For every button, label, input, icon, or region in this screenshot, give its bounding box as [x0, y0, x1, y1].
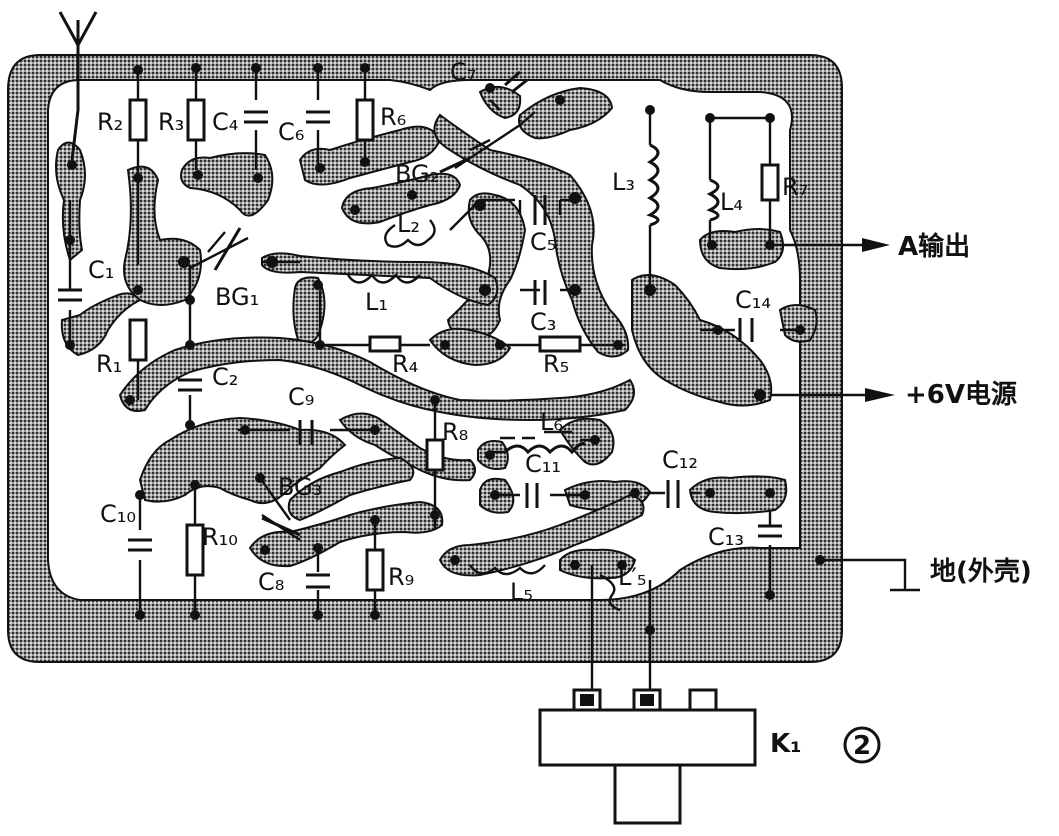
copper-traces [55, 85, 818, 580]
label-a-output: A输出 [898, 231, 970, 262]
label-c9: C₉ [288, 383, 314, 411]
label-l4: L₄ [720, 188, 743, 216]
label-r2: R₂ [97, 108, 123, 136]
components [58, 70, 782, 592]
label-bg2: BG₂ [395, 160, 439, 188]
label-r5: R₅ [543, 350, 569, 378]
label-r6: R₆ [380, 103, 406, 131]
figure-number-text: 2 [853, 731, 871, 761]
label-c3: C₃ [530, 308, 556, 336]
label-c2: C₂ [212, 363, 238, 391]
label-r7: R₇ [782, 173, 808, 201]
label-r8: R₈ [442, 418, 468, 446]
label-k1: K₁ [770, 729, 802, 759]
label-l5-prime: L′₅ [618, 563, 646, 591]
label-r10: R₁₀ [202, 523, 238, 551]
label-l6: L₆ [540, 408, 563, 436]
label-c8: C₈ [258, 568, 284, 596]
label-c4: C₄ [212, 108, 238, 136]
label-bg1: BG₁ [215, 283, 259, 311]
label-r9: R₉ [388, 563, 414, 591]
figure-number: 2 [843, 726, 881, 764]
label-l3: L₃ [612, 168, 635, 196]
output-arrows [862, 238, 895, 402]
label-r3: R₃ [158, 108, 184, 136]
switch-k1 [538, 688, 757, 825]
label-r4: R₄ [392, 350, 418, 378]
label-l1: L₁ [365, 288, 388, 316]
label-c1: C₁ [88, 256, 114, 284]
label-ground-case: 地(外壳) [930, 557, 1032, 587]
solder-pads [65, 63, 825, 635]
label-c10: C₁₀ [100, 500, 136, 528]
component-labels: R₂ R₃ C₄ C₆ R₆ C₇ L₃ L₄ R₇ BG₂ L₂ C₅ C₁ … [88, 58, 808, 759]
label-bg3: BG₃ [278, 473, 322, 501]
label-c12: C₁₂ [662, 446, 698, 474]
label-l2: L₂ [397, 210, 420, 238]
label-c14: C₁₄ [735, 286, 771, 314]
label-c5: C₅ [530, 228, 556, 256]
label-c13: C₁₃ [708, 523, 744, 551]
connection-labels: A输出 +6V电源 地(外壳) [898, 231, 1032, 587]
label-c6: C₆ [278, 118, 304, 146]
label-c7: C₇ [450, 58, 476, 86]
label-c11: C₁₁ [525, 450, 561, 478]
label-l5: L₅ [510, 578, 533, 606]
label-power-6v: +6V电源 [905, 380, 1017, 410]
ground-plane-frame [7, 54, 843, 663]
label-r1: R₁ [96, 350, 122, 378]
